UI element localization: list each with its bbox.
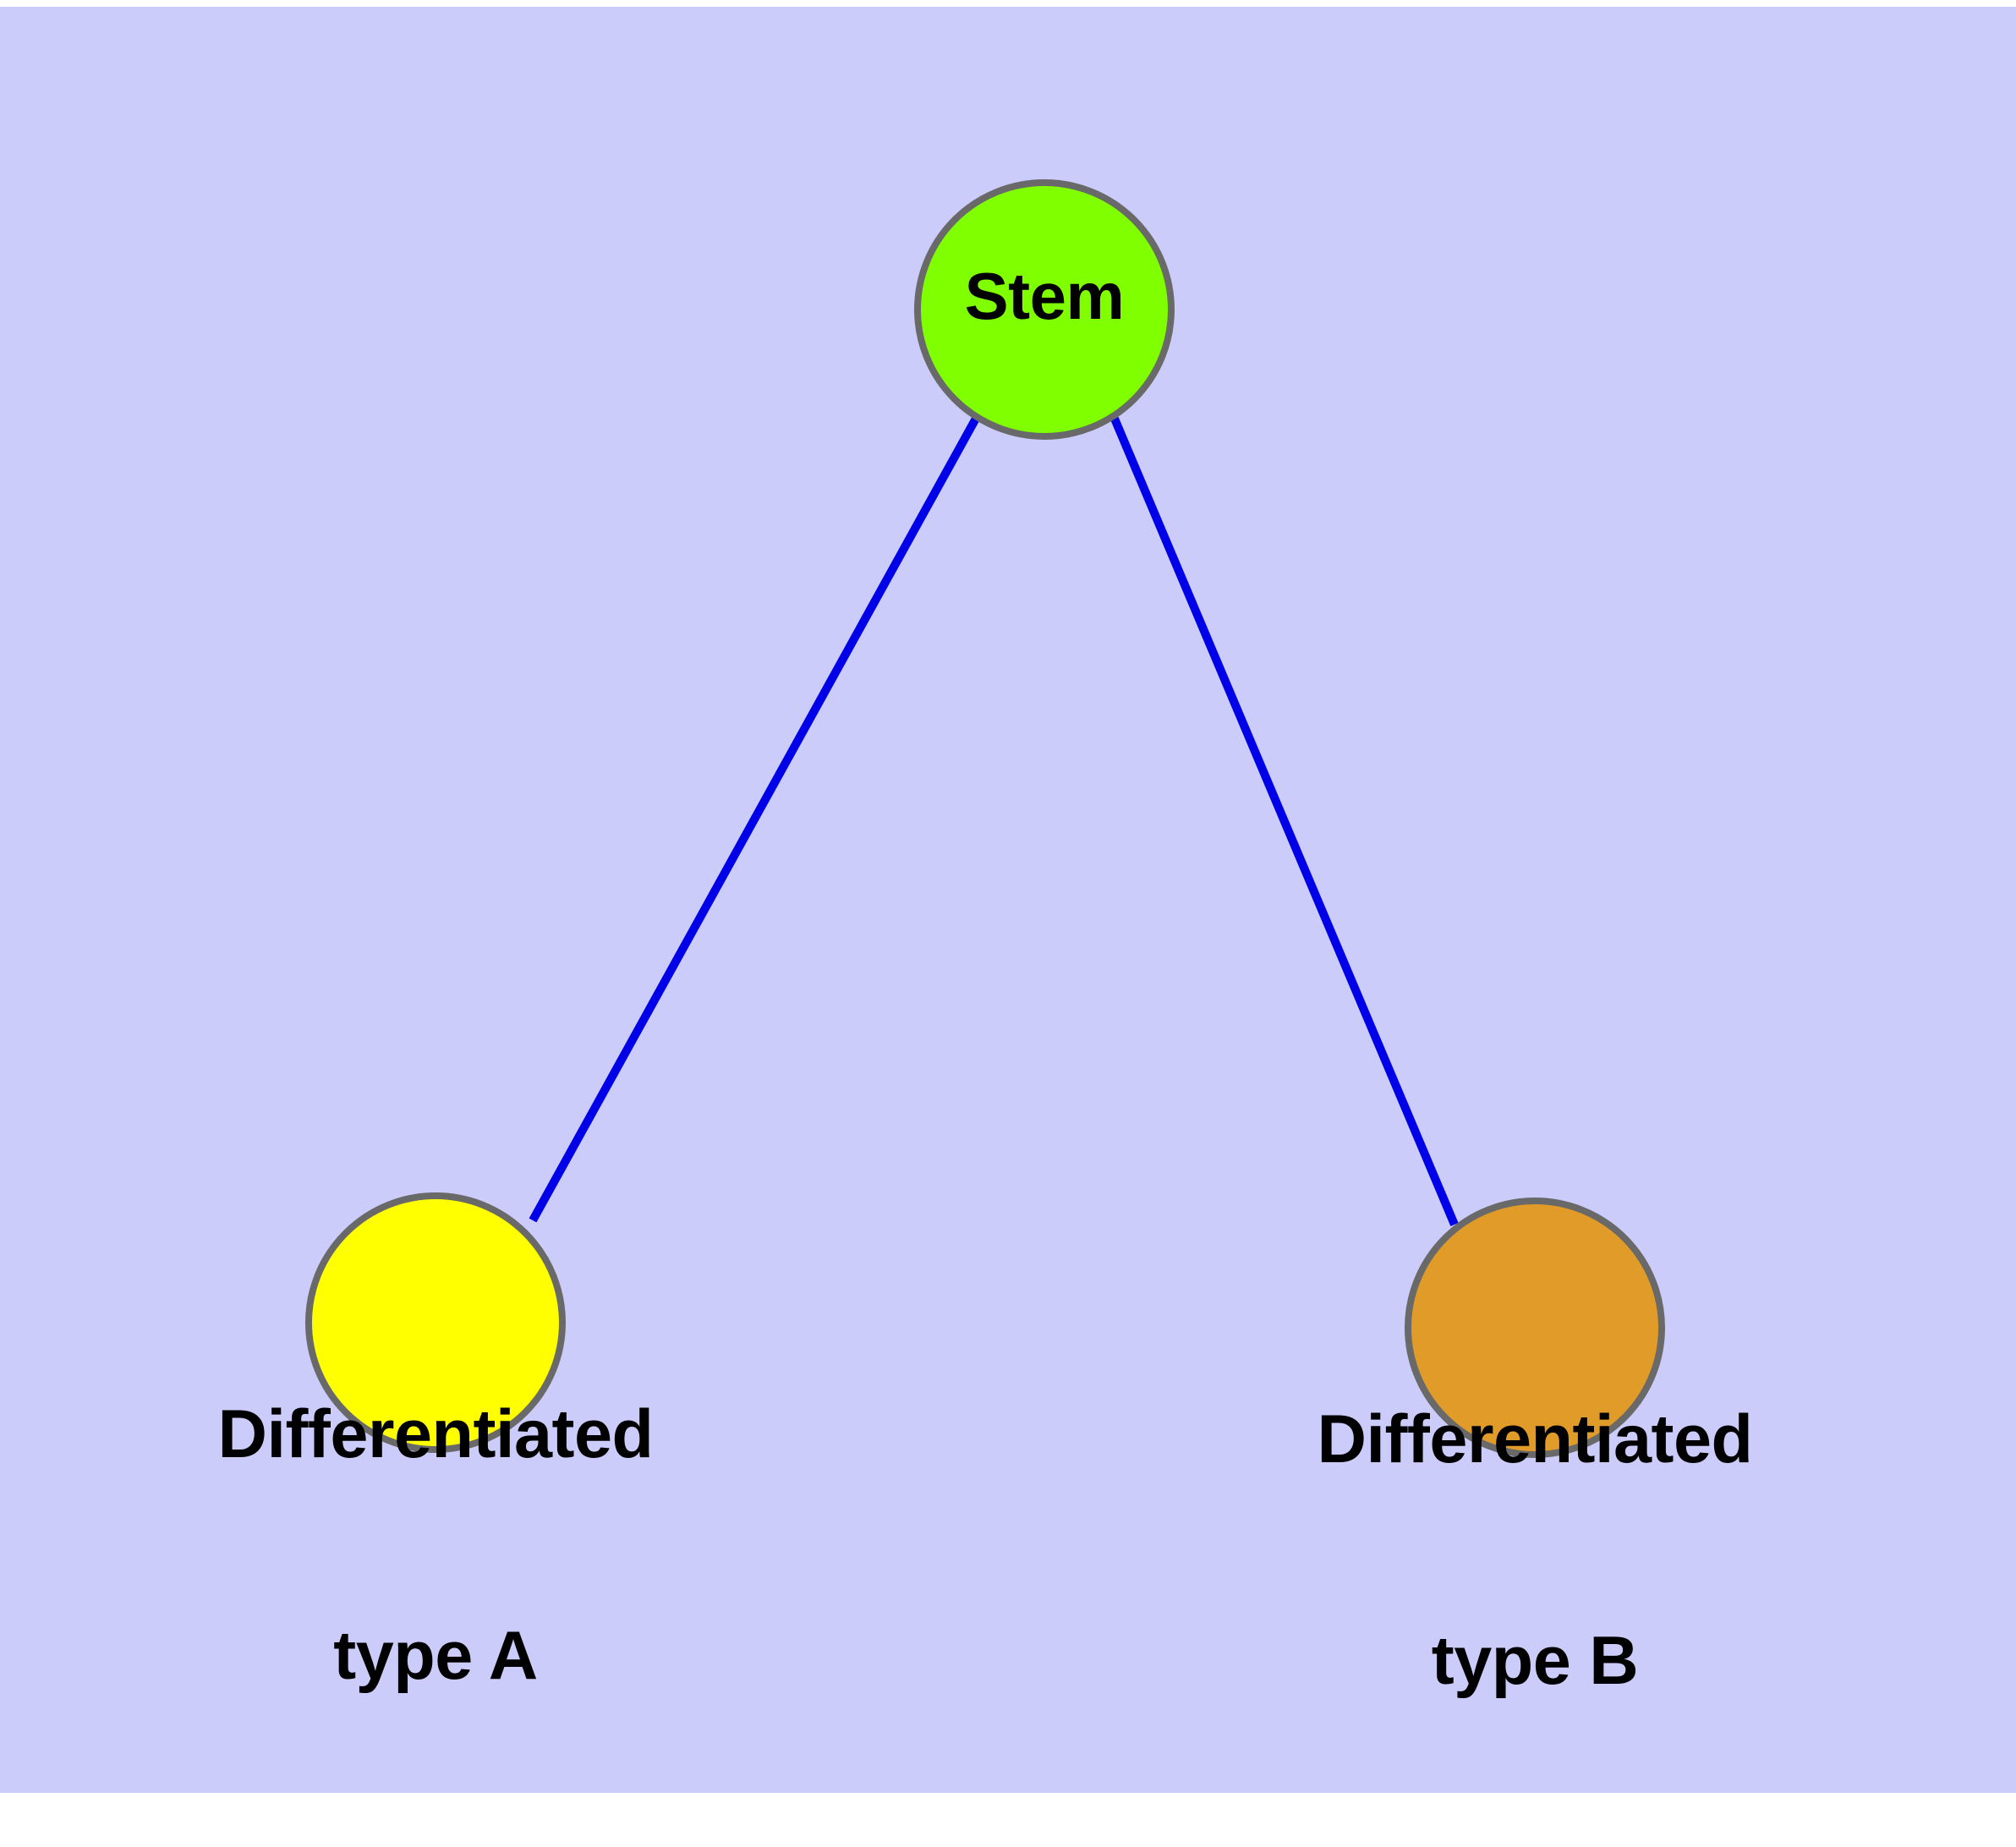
edge-stem-to-differentiated-type-b[interactable] <box>1110 417 1459 1226</box>
node-layer <box>305 179 1665 1458</box>
graph-svg <box>305 179 1665 1458</box>
node-differentiated-type-a[interactable] <box>305 1192 566 1453</box>
node-differentiated-type-b[interactable] <box>1405 1198 1665 1458</box>
edge-layer <box>529 414 1459 1226</box>
diagram-canvas: Stem Differentiated type A Differentiate… <box>0 7 2016 1793</box>
node-stem[interactable] <box>914 179 1175 440</box>
edge-stem-to-differentiated-type-a[interactable] <box>529 414 981 1223</box>
